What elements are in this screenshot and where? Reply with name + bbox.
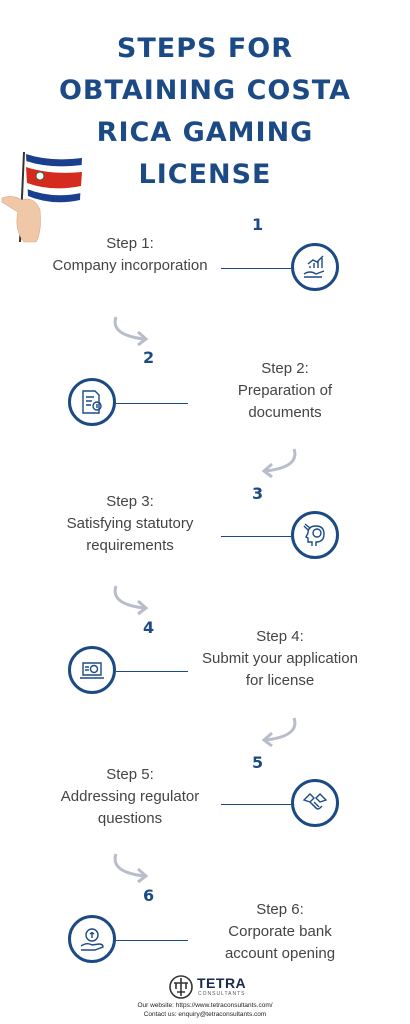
step-2-number: 2 <box>143 348 155 367</box>
step-5-connector <box>221 804 291 805</box>
title-line-1: STEPS FOR <box>116 33 294 64</box>
title-line-4: LICENSE <box>138 159 272 190</box>
step-5-number: 5 <box>252 753 264 772</box>
curved-arrow-icon <box>113 585 149 616</box>
step-5-text: Step 5: Addressing regulator questions <box>60 766 200 827</box>
step-2-text: Step 2: Preparation of documents <box>237 360 333 421</box>
step-5-icon-circle <box>291 779 339 827</box>
step-4-icon-circle <box>68 646 116 694</box>
tetra-logo-icon <box>169 975 193 999</box>
step-1-number: 1 <box>252 215 264 234</box>
brand-logo: TETRA CONSULTANTS <box>168 974 258 1000</box>
costa-rica-flag-icon <box>1 151 82 243</box>
step-1-icon-circle <box>291 243 339 291</box>
laptop-coin-icon <box>80 662 104 679</box>
step-1-text: Step 1: Company incorporation <box>52 235 208 274</box>
step-4-connector <box>116 671 188 672</box>
step-3-number: 3 <box>252 484 264 503</box>
title-line-2: OBTAINING COSTA <box>58 75 352 106</box>
curved-arrow-icon <box>261 717 297 748</box>
page-title: STEPS FOR OBTAINING COSTA RICA GAMING LI… <box>0 28 410 196</box>
footer-contact[interactable]: Contact us: enquiry@tetraconsultants.com <box>143 1011 267 1018</box>
step-3-connector <box>221 536 291 537</box>
step-6-connector <box>116 940 188 941</box>
brand-subtitle: CONSULTANTS <box>198 991 246 997</box>
title-line-3: RICA GAMING <box>96 117 314 148</box>
document-coin-icon <box>82 390 102 414</box>
step-1-connector <box>221 268 291 269</box>
curved-arrow-icon <box>113 316 149 347</box>
handshake-icon <box>302 793 328 810</box>
brand-name: TETRA <box>197 975 247 991</box>
step-2-connector <box>116 403 188 404</box>
curved-arrow-icon <box>113 853 149 884</box>
step-2-icon-circle <box>68 378 116 426</box>
growth-chart-hand-icon <box>303 255 325 278</box>
coin-hand-icon <box>80 928 104 951</box>
curved-arrow-icon <box>261 448 297 479</box>
step-6-text: Step 6: Corporate bank account opening <box>224 901 336 962</box>
step-3-text: Step 3: Satisfying statutory requirement… <box>66 493 194 554</box>
step-4-text: Step 4: Submit your application for lice… <box>202 628 358 689</box>
step-6-number: 6 <box>143 886 155 905</box>
step-4-number: 4 <box>143 618 155 637</box>
step-6-icon-circle <box>68 915 116 963</box>
footer-website[interactable]: Our website: https://www.tetraconsultant… <box>137 1002 273 1009</box>
step-3-icon-circle <box>291 511 339 559</box>
money-head-icon <box>303 523 325 546</box>
